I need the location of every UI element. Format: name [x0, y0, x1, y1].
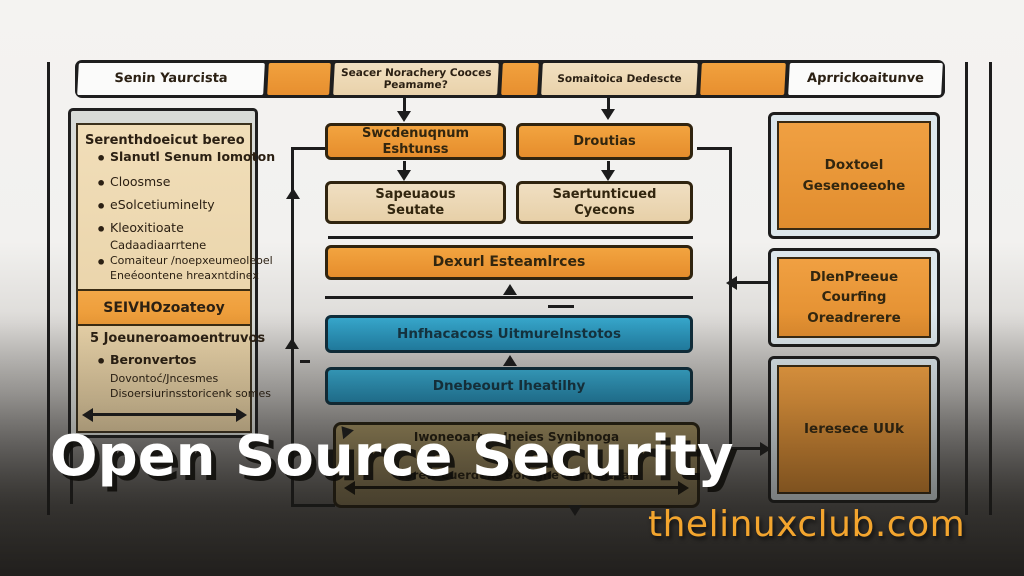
right-connector-vertical: [729, 147, 732, 450]
sidebar-sub2a: Dovontoć/Jncesmes: [110, 372, 219, 385]
chevron-up-icon: [286, 188, 300, 199]
small-dash: [300, 360, 310, 363]
right-panel-1-line1: Doxtoel: [824, 157, 884, 174]
sidebar-double-arrow: [90, 413, 238, 416]
right-connector-top: [697, 147, 732, 150]
right-panel-2-inner: DlenPreeue Courfing Oreadrerere: [777, 257, 931, 338]
flow-node-mid-left-line1: Sapeuaous: [375, 186, 456, 202]
sidebar-multi-bullet-line1: Comaiteur /noepxeumeoleoel: [110, 254, 273, 267]
sidebar-sub-item: Cadaadiaarrtene: [110, 238, 207, 252]
up-arrow-icon: [503, 355, 517, 366]
watermark-link: thelinuxclub.com: [648, 504, 966, 545]
flow-band-label: Dexurl Esteamlrces: [432, 254, 586, 271]
bullet-icon: •: [96, 253, 107, 272]
sidebar-sub2b: Disoersiurinsstoricenk somes: [110, 387, 271, 400]
sidebar-item-3: eSolcetiuminelty: [110, 197, 215, 212]
top-header-bar: Senin Yaurcista Seacer Norachery Cooces …: [75, 60, 945, 98]
right-panel-3-line1: Ieresece UUk: [804, 421, 904, 438]
header-segment-3-line2: Peamame?: [383, 79, 449, 91]
up-arrow-icon: [503, 284, 517, 295]
flow-node-top-right-label: Droutias: [573, 133, 636, 149]
sidebar-section2-header: 5 Joeuneroamoentruvos: [90, 331, 266, 346]
bullet-icon: •: [96, 197, 107, 216]
header-segment-5: Somaitoica Dedescte: [541, 63, 698, 95]
header-segment-7: Aprrickoaitunve: [788, 63, 943, 95]
left-connector-top: [291, 147, 329, 150]
arrow-header-to-left-box: [397, 98, 411, 122]
bullet-icon: •: [96, 220, 107, 239]
sidebar-item-4: Kleoxitioate: [110, 220, 184, 235]
right-panel-3-inner: Ieresece UUk: [777, 365, 931, 494]
header-segment-5-label: Somaitoica Dedescte: [557, 72, 682, 85]
flow-node-mid-left-line2: Seutate: [386, 202, 445, 218]
sidebar-panel: Serenthdoeicut bereo • Slanutl Senum Iom…: [68, 108, 275, 438]
flow-node-top-left-label: Swcdenuqnum Eshtunss: [361, 125, 470, 157]
right-edge-line-2: [989, 62, 992, 515]
sidebar-header: Serenthdoeicut bereo: [85, 133, 245, 148]
right-panel-2-line2: Courfing Oreadrerere: [807, 289, 901, 326]
flow-blue-node-1-label: Hnfhacacoss Uitmurelnstotos: [397, 325, 621, 342]
chevron-up-icon: [285, 338, 299, 349]
sidebar-item-1: Slanutl Senum Iomoton: [110, 149, 276, 164]
sidebar-item2: Beronvertos: [110, 352, 197, 367]
flow-node-mid-right-line2: Cyecons: [574, 202, 635, 218]
flow-node-mid-right: Saertunticued Cyecons: [516, 181, 693, 224]
flow-node-mid-left: Sapeuaous Seutate: [325, 181, 506, 224]
header-segment-3: Seacer Norachery Cooces Peamame?: [333, 63, 499, 95]
right-panel-3: Ieresece UUk: [768, 356, 940, 503]
small-underline: [548, 305, 574, 308]
header-segment-3-line1: Seacer Norachery Cooces: [340, 66, 492, 79]
flow-blue-node-1: Hnfhacacoss Uitmurelnstotos: [325, 315, 693, 353]
divider-line-2: [325, 296, 693, 299]
arrow-right-icon: [236, 408, 247, 422]
bullet-icon: •: [96, 149, 107, 168]
sidebar-item-2: Cloosmse: [110, 174, 171, 189]
page-title: Open Source Security: [50, 424, 734, 489]
flow-blue-node-2: Dnebeourt Iheatilhy: [325, 367, 693, 405]
arrow-header-to-right-box: [601, 98, 615, 120]
flow-node-top-left: Swcdenuqnum Eshtunss: [325, 123, 506, 160]
header-segment-2: [267, 63, 331, 95]
right-panel-1-line2: Gesenoeeohe: [802, 177, 906, 194]
flow-node-mid-right-line1: Saertunticued: [552, 186, 657, 202]
sidebar-panel-inner: Serenthdoeicut bereo • Slanutl Senum Iom…: [76, 123, 275, 433]
sidebar-orange-band: SEIVHOzoateoy: [78, 289, 250, 326]
down-arrow-icon: [568, 505, 582, 516]
right-panel-1-inner: Doxtoel Gesenoeeohe: [777, 121, 931, 230]
sidebar-multi-bullet-line2: Eneéoontene hreaxntdinex: [110, 269, 259, 282]
header-segment-4: [501, 63, 539, 95]
flow-band-node: Dexurl Esteamlrces: [325, 245, 693, 280]
arrow-left-icon: [82, 408, 93, 422]
arrow-topleft-to-midleft: [397, 161, 411, 181]
divider-line-1: [328, 236, 693, 239]
arrow-topright-to-midright: [601, 161, 615, 181]
flow-node-top-right: Droutias: [516, 123, 693, 160]
arrow-left-icon: [726, 276, 737, 290]
bullet-icon: •: [96, 174, 107, 193]
flow-blue-node-2-label: Dnebeourt Iheatilhy: [432, 377, 586, 394]
header-segment-1: Senin Yaurcista: [77, 63, 265, 95]
right-edge-line-1: [965, 62, 968, 515]
header-segment-1-label: Senin Yaurcista: [114, 70, 229, 86]
right-panel-1: Doxtoel Gesenoeeohe: [768, 112, 940, 239]
right-panel-2: DlenPreeue Courfing Oreadrerere: [768, 248, 940, 347]
bullet-icon: •: [96, 352, 107, 371]
header-segment-6: [700, 63, 786, 95]
left-connector-foot: [291, 504, 335, 507]
header-segment-7-label: Aprrickoaitunve: [806, 70, 925, 86]
right-panel-2-line1: DlenPreeue: [809, 269, 899, 286]
